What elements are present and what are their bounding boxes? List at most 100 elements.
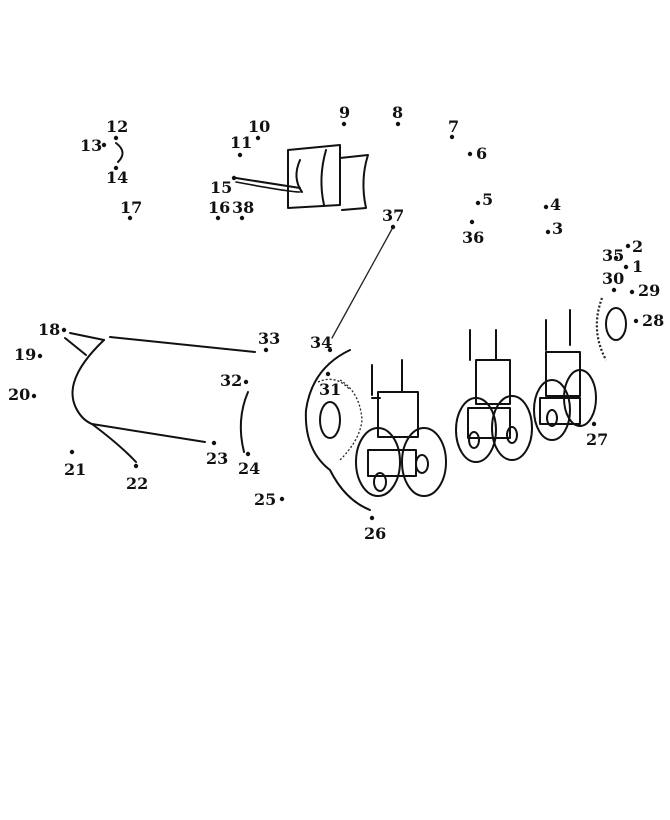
dot-number-label: 22 [126, 474, 148, 493]
wheel-4-hub [506, 426, 518, 444]
front-housing-top-dash [317, 378, 351, 391]
sprocket-teeth [595, 297, 607, 361]
dot-marker [37, 353, 43, 359]
dot-marker [325, 371, 331, 377]
dot-point-27: 27 [586, 421, 608, 449]
dot-marker [231, 175, 237, 181]
rear-top-left-line [69, 332, 105, 341]
dot-number-label: 1 [632, 257, 643, 276]
dot-number-label: 27 [586, 430, 608, 449]
dot-point-20: 20 [8, 385, 37, 404]
dot-marker [279, 496, 285, 502]
dot-point-38: 38 [232, 198, 254, 221]
dot-point-18: 18 [38, 320, 67, 339]
dot-marker [543, 204, 549, 210]
dot-point-5: 5 [475, 190, 493, 209]
dot-point-14: 14 [106, 165, 128, 187]
dot-marker [69, 449, 75, 455]
dot-number-label: 20 [8, 385, 30, 404]
dot-number-label: 14 [106, 168, 128, 187]
dot-marker [467, 151, 473, 157]
dot-marker [327, 347, 333, 353]
rear-curve [71, 339, 105, 425]
road-wheel-6 [563, 369, 597, 427]
dot-number-label: 32 [220, 371, 242, 390]
front-idler-hub [319, 401, 341, 439]
dot-marker [113, 135, 119, 141]
dot-marker [395, 121, 401, 127]
rear-bottom-line [91, 423, 206, 443]
susp3-bracket [539, 397, 581, 425]
dot-number-label: 13 [80, 136, 102, 155]
dot-point-11: 11 [230, 133, 252, 158]
dot-marker [243, 379, 249, 385]
dot-number-label: 33 [258, 329, 280, 348]
dot-marker [591, 421, 597, 427]
dot-point-19: 19 [14, 345, 43, 364]
tank-line-art [64, 142, 627, 511]
dot-point-37: 37 [382, 206, 404, 230]
dot-marker [245, 451, 251, 457]
hatch-arc [115, 142, 124, 163]
dot-number-label: 10 [248, 117, 270, 136]
dot-number-label: 2 [632, 237, 643, 256]
road-wheel-5 [533, 379, 571, 441]
rear-skirt-line [91, 423, 137, 463]
susp3-arm [545, 351, 581, 397]
dot-number-label: 18 [38, 320, 60, 339]
gun-barrel-top-line [235, 177, 301, 189]
wheel-1-hub [373, 472, 387, 492]
dot-number-label: 26 [364, 524, 386, 543]
road-wheel-3 [455, 397, 497, 463]
dot-marker [613, 255, 619, 261]
dot-number-label: 4 [550, 195, 561, 214]
gun-barrel-end [295, 159, 303, 193]
road-wheel-4 [491, 395, 533, 461]
dot-marker [127, 215, 133, 221]
dot-marker [113, 165, 119, 171]
dot-point-12: 12 [106, 117, 128, 141]
dot-number-label: 3 [552, 219, 563, 238]
dot-marker [629, 289, 635, 295]
dot-point-23: 23 [206, 440, 228, 468]
dot-marker [133, 463, 139, 469]
dot-marker [341, 121, 347, 127]
road-wheel-2 [401, 427, 447, 497]
dot-marker [211, 440, 217, 446]
dot-marker [101, 142, 107, 148]
dot-number-label: 30 [602, 269, 624, 288]
dot-number-label: 15 [210, 178, 232, 197]
dot-point-28: 28 [633, 311, 664, 330]
dot-marker [263, 347, 269, 353]
dot-number-label: 34 [310, 333, 332, 352]
dot-point-8: 8 [392, 103, 403, 127]
dot-marker [633, 318, 639, 324]
dot-marker [369, 515, 375, 521]
dot-marker [469, 219, 475, 225]
dot-point-21: 21 [64, 449, 86, 479]
connector-34-37 [331, 228, 393, 339]
dot-number-label: 23 [206, 449, 228, 468]
gun-mantlet [287, 144, 341, 209]
dot-point-3: 3 [545, 219, 563, 238]
dot-point-10: 10 [248, 117, 270, 141]
hull-side-curve [239, 391, 249, 453]
dot-point-32: 32 [220, 371, 249, 390]
dot-number-label: 24 [238, 459, 260, 478]
dot-marker [611, 287, 617, 293]
dot-number-label: 5 [482, 190, 493, 209]
dot-marker [215, 215, 221, 221]
dot-point-13: 13 [80, 136, 107, 155]
numbered-dots: 1234567891011121314151617181920212223242… [8, 103, 664, 543]
dot-number-label: 12 [106, 117, 128, 136]
dot-point-29: 29 [629, 281, 660, 300]
dot-number-label: 36 [462, 228, 484, 247]
dot-point-24: 24 [238, 451, 260, 478]
dot-number-label: 28 [642, 311, 664, 330]
dot-marker [545, 229, 551, 235]
dot-number-label: 37 [382, 206, 404, 225]
dot-point-9: 9 [339, 103, 350, 127]
dot-number-label: 25 [254, 490, 276, 509]
